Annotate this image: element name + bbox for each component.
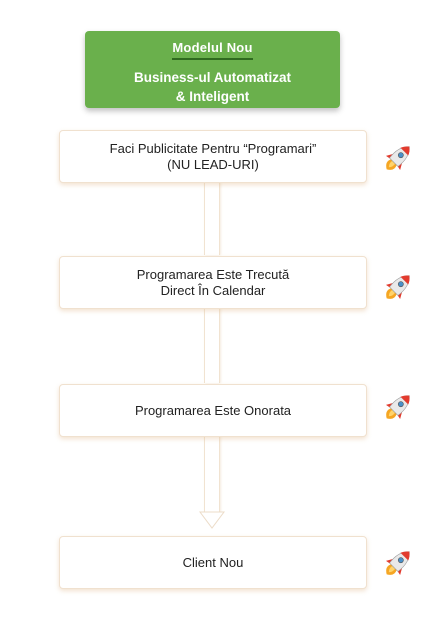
step-3-line-1: Programarea Este Onorata [134, 402, 292, 418]
step-4-line-1: Client Nou [182, 554, 244, 570]
rocket-icon [385, 395, 410, 420]
header-subtitle-line-2: & Inteligent [175, 89, 250, 104]
step-box-2: Programarea Este Trecută Direct În Calen… [59, 256, 367, 309]
connector-2 [204, 307, 220, 383]
header-subtitle-line-1: Business-ul Automatizat [133, 70, 292, 85]
step-2-line-1: Programarea Este Trecută [136, 266, 290, 282]
connector-3 [204, 435, 220, 513]
step-box-1: Faci Publicitate Pentru “Programari” (NU… [59, 130, 367, 183]
connector-1 [204, 181, 220, 255]
rocket-icon [385, 146, 410, 171]
rocket-icon [385, 551, 410, 576]
header-box: Modelul Nou Business-ul Automatizat & In… [85, 31, 340, 108]
step-box-4: Client Nou [59, 536, 367, 589]
rocket-icon [385, 275, 410, 300]
arrow-head [199, 511, 225, 529]
header-subtitle: Business-ul Automatizat & Inteligent [85, 68, 340, 106]
header-title: Modelul Nou [172, 40, 253, 60]
step-2-line-2: Direct În Calendar [160, 282, 266, 298]
step-box-3: Programarea Este Onorata [59, 384, 367, 437]
step-1-line-1: Faci Publicitate Pentru “Programari” [109, 140, 317, 156]
step-1-line-2: (NU LEAD-URI) [167, 156, 259, 172]
